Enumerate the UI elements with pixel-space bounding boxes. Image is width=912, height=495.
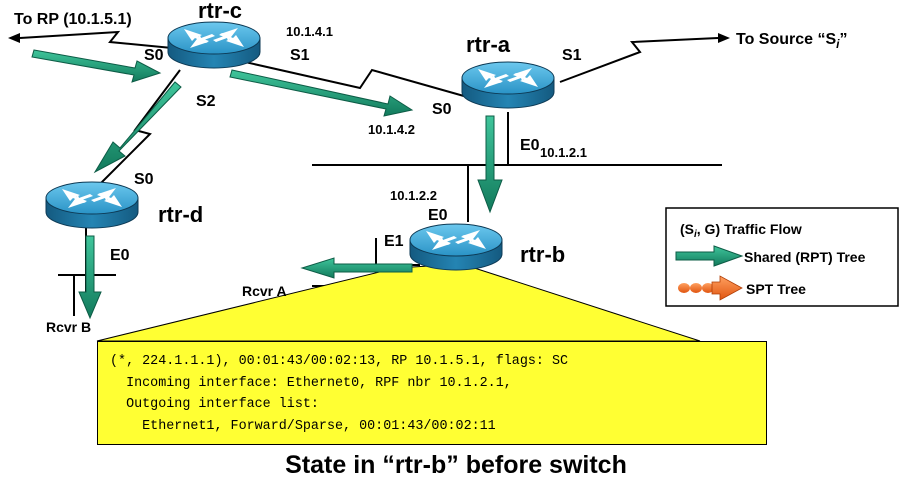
router-rtr-c[interactable] xyxy=(167,21,261,69)
link-c-to-a xyxy=(213,54,479,101)
state-line-4: Ethernet1, Forward/Sparse, 00:01:43/00:0… xyxy=(110,418,496,434)
link-a-to-source xyxy=(559,37,719,83)
legend-spt-arrow xyxy=(678,275,743,301)
iface-c-s0: S0 xyxy=(144,47,164,64)
serial-links xyxy=(19,30,722,316)
source-arrowhead xyxy=(718,33,730,43)
to-source-label: To Source “Si” xyxy=(736,31,848,51)
ip-a-s0: 10.1.4.2 xyxy=(368,122,415,137)
state-callout-wedge xyxy=(96,263,701,342)
iface-d-s0: S0 xyxy=(134,171,154,188)
iface-d-e0: E0 xyxy=(110,247,130,264)
mroute-state-box: (*, 224.1.1.1), 00:01:43/00:02:13, RP 10… xyxy=(97,341,767,445)
link-c-to-rp xyxy=(19,30,173,49)
state-line-3: Outgoing interface list: xyxy=(110,397,319,412)
router-rtr-b[interactable] xyxy=(409,223,503,271)
legend-shared-label: Shared (RPT) Tree xyxy=(744,249,866,265)
legend-title: (Si, G) Traffic Flow xyxy=(680,221,802,240)
iface-c-s2: S2 xyxy=(196,93,216,110)
ip-c-s1: 10.1.4.1 xyxy=(286,24,333,39)
iface-a-s1: S1 xyxy=(562,47,582,64)
arrow-rp-to-c xyxy=(31,49,162,83)
rtr-b-label: rtr-b xyxy=(520,242,565,267)
arrow-d-to-rcvr-b xyxy=(78,235,102,320)
arrow-c-to-a xyxy=(229,69,414,117)
slide-caption: State in “rtr-b” before switch xyxy=(285,451,627,479)
rtr-c-label: rtr-c xyxy=(198,0,242,23)
router-rtr-a[interactable] xyxy=(461,61,555,109)
legend-spt-label: SPT Tree xyxy=(746,281,806,297)
arrow-b-to-rcvr-a xyxy=(300,257,413,279)
to-rp-label: To RP (10.1.5.1) xyxy=(14,11,132,28)
ip-a-e0: 10.1.2.1 xyxy=(540,145,587,160)
iface-b-e0: E0 xyxy=(428,207,448,224)
rtr-d-label: rtr-d xyxy=(158,202,203,227)
legend: (Si, G) Traffic Flow Shared (RPT) Tree S… xyxy=(665,207,899,307)
legend-shared-arrow xyxy=(675,245,744,267)
router-rtr-d[interactable] xyxy=(45,181,139,229)
rp-arrowhead xyxy=(8,33,20,43)
rcvr-a-label: Rcvr A xyxy=(242,283,287,299)
rcvr-b-label: Rcvr B xyxy=(46,319,91,335)
state-line-2: Incoming interface: Ethernet0, RPF nbr 1… xyxy=(110,375,512,391)
iface-b-e1: E1 xyxy=(384,233,404,250)
iface-a-s0: S0 xyxy=(432,101,452,118)
shared-tree-arrows xyxy=(31,49,503,320)
state-line-1: (*, 224.1.1.1), 00:01:43/00:02:13, RP 10… xyxy=(110,354,569,369)
arrow-a-to-b xyxy=(477,115,503,214)
rtr-a-label: rtr-a xyxy=(466,32,511,57)
ip-b-e0: 10.1.2.2 xyxy=(390,188,437,203)
iface-c-s1: S1 xyxy=(290,47,310,64)
arrow-c-to-d xyxy=(93,81,182,174)
iface-a-e0: E0 xyxy=(520,137,540,154)
link-c-to-d xyxy=(97,69,181,187)
